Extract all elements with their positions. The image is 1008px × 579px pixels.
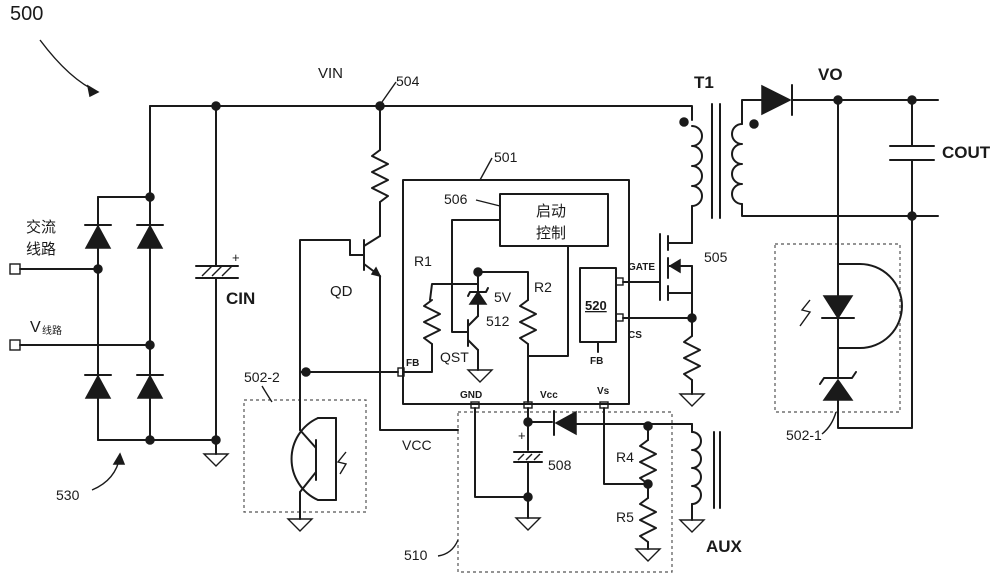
wire [477,271,529,301]
cin-capacitor [195,265,239,279]
ref-504: 504 [396,73,420,89]
wire [451,219,501,333]
wire [403,343,433,373]
resistor-r2 [519,299,537,345]
vs-wire [603,407,649,485]
qst-label: QST [440,349,469,365]
zener-label: 5V [494,289,512,305]
mosfet-505 [659,233,693,301]
vcc-circuit-box-510 [457,411,673,573]
t1-primary [691,125,703,207]
ic-501 [402,179,630,405]
ac-line-label-2: 线路 [26,240,56,258]
r5-label: R5 [616,509,634,525]
figure-arrowhead [86,84,100,98]
ac-line-terminal [9,263,21,275]
c508-plus: + [518,428,526,443]
pin-fb-label: FB [406,358,419,369]
wire [741,99,763,125]
figure-number: 500 [10,3,43,25]
r2-label: R2 [534,279,552,295]
resistor-r1 [423,299,441,345]
resistor-r5 [639,497,657,543]
primary-dot [679,117,689,127]
bridge-diodes [84,224,164,399]
pin-fb-ctrl-label: FB [590,356,603,367]
cout-label: COUT [942,143,991,162]
pin-gate-label: GATE [628,262,655,273]
leader-501 [479,157,493,181]
resistor-top [371,149,389,203]
cin-label: CIN [226,289,255,308]
startup-label-1: 启动 [536,202,566,220]
v-line-subscript: 线路 [42,324,62,337]
resistor-r4 [639,439,657,485]
ref-510: 510 [404,547,428,563]
r4-label: R4 [616,449,634,465]
sense-resistor [683,335,701,381]
phototransistor-502-2 [290,417,348,501]
cout-capacitor [889,145,935,161]
wire [474,407,529,498]
pin-vcc-label: Vcc [540,390,558,401]
vo-label: VO [818,65,843,84]
qd-label: QD [330,283,353,300]
wire [299,239,351,373]
ref-506: 506 [444,191,468,207]
pin-vs-label: Vs [597,386,610,397]
leader-510 [437,539,459,557]
pin-gnd-label: GND [460,390,482,401]
ref-501: 501 [494,149,518,165]
wire [429,271,479,301]
ac-line-label-1: 交流 [26,218,56,236]
vcc-label: VCC [402,437,432,453]
wire [527,245,569,357]
qst-transistor [467,315,479,351]
pin-gate [615,277,624,286]
ref-512: 512 [486,313,510,329]
ref-505: 505 [704,249,728,265]
startup-label-2: 控制 [536,224,566,242]
wire [379,275,459,431]
wire [837,215,913,429]
optocoupler-box-502-2 [243,399,367,513]
vin-rail [149,105,693,121]
capacitor-508 [513,451,543,463]
secondary-dot [749,119,759,129]
qd-transistor [349,235,382,278]
leader-502-2 [261,385,273,403]
leader-504 [381,81,397,103]
v-line-terminal [9,339,21,351]
ref-502-2: 502-2 [244,369,280,385]
v-line-label: V [30,319,41,336]
pin-cs-label: CS [628,330,642,341]
leader-502-1 [821,411,837,435]
leader-506 [475,199,501,207]
pin-cs [615,313,624,322]
aux-label: AUX [706,537,743,556]
aux-winding [691,431,702,505]
ref-530: 530 [56,487,80,503]
t1-label: T1 [694,73,714,92]
controller-label: 520 [585,298,607,313]
ref-502-1: 502-1 [786,427,822,443]
t1-secondary [731,123,743,205]
cin-plus: + [232,250,240,265]
vin-label: VIN [318,65,343,82]
figure-arrow [39,39,99,93]
ref-508: 508 [548,457,572,473]
wire [741,203,913,217]
r1-label: R1 [414,253,432,269]
output-diode [761,84,793,116]
leader-530-arrowhead [112,452,126,465]
diode-vcc [553,410,577,436]
opto-led [799,263,903,349]
